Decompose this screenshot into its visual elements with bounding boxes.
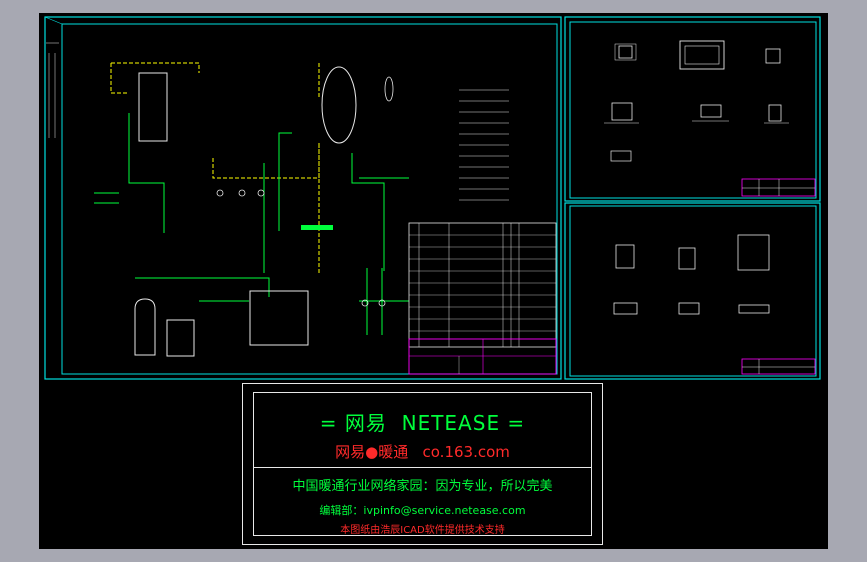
main-sheet xyxy=(44,16,562,380)
banner-note: 本图纸由浩辰ICAD软件提供技术支持 xyxy=(340,525,505,536)
banner-divider xyxy=(254,467,591,468)
detail-sheet-top xyxy=(564,16,821,202)
banner-title: = 网易 NETEASE = xyxy=(319,411,526,435)
detail-sheet-bottom xyxy=(564,202,821,380)
banner-slogan: 中国暖通行业网络家园：因为专业，所以完美 xyxy=(292,479,553,494)
cad-drawing xyxy=(44,16,821,380)
banner-subtitle: 网易●暖通 co.163.com xyxy=(254,441,591,462)
netease-banner: = 网易 NETEASE = 网易●暖通 co.163.com 中国暖通行业网络… xyxy=(242,383,603,545)
banner-frame: = 网易 NETEASE = 网易●暖通 co.163.com 中国暖通行业网络… xyxy=(253,392,592,536)
hvac-schematic xyxy=(94,62,557,375)
subtitle-dot: ● xyxy=(365,443,379,461)
subtitle-right: 暖通 co.163.com xyxy=(378,443,510,461)
cad-canvas: = 网易 NETEASE = 网易●暖通 co.163.com 中国暖通行业网络… xyxy=(39,13,828,549)
banner-editor-email[interactable]: 编辑部：ivpinfo@service.netease.com xyxy=(319,504,526,517)
subtitle-left: 网易 xyxy=(335,443,366,461)
